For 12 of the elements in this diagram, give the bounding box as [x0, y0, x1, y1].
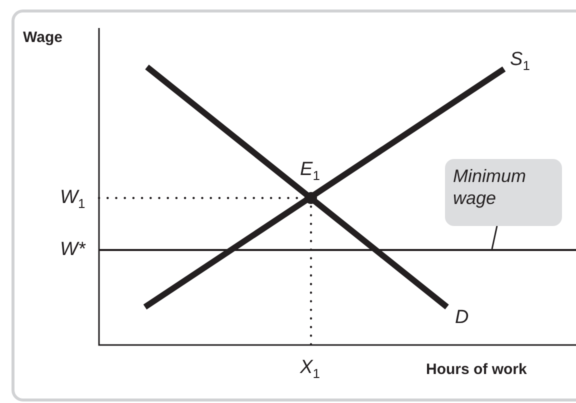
- curve-label: X$_{1}$: [300, 358, 320, 380]
- curve-label: E$_{1}$: [300, 160, 320, 182]
- curve-label: S$_{1}$: [510, 50, 530, 72]
- curve-label: W*: [60, 240, 86, 259]
- callout-text: Minimum wage: [453, 166, 526, 208]
- axis-title: Wage: [23, 30, 62, 45]
- leader-line: [491, 226, 498, 250]
- minimum-wage-line: [99, 249, 576, 251]
- callout-box: [445, 159, 562, 226]
- curve-label: D: [455, 308, 469, 327]
- curve-label: W$_{1}$: [60, 188, 86, 210]
- axis-title: Hours of work: [426, 362, 527, 377]
